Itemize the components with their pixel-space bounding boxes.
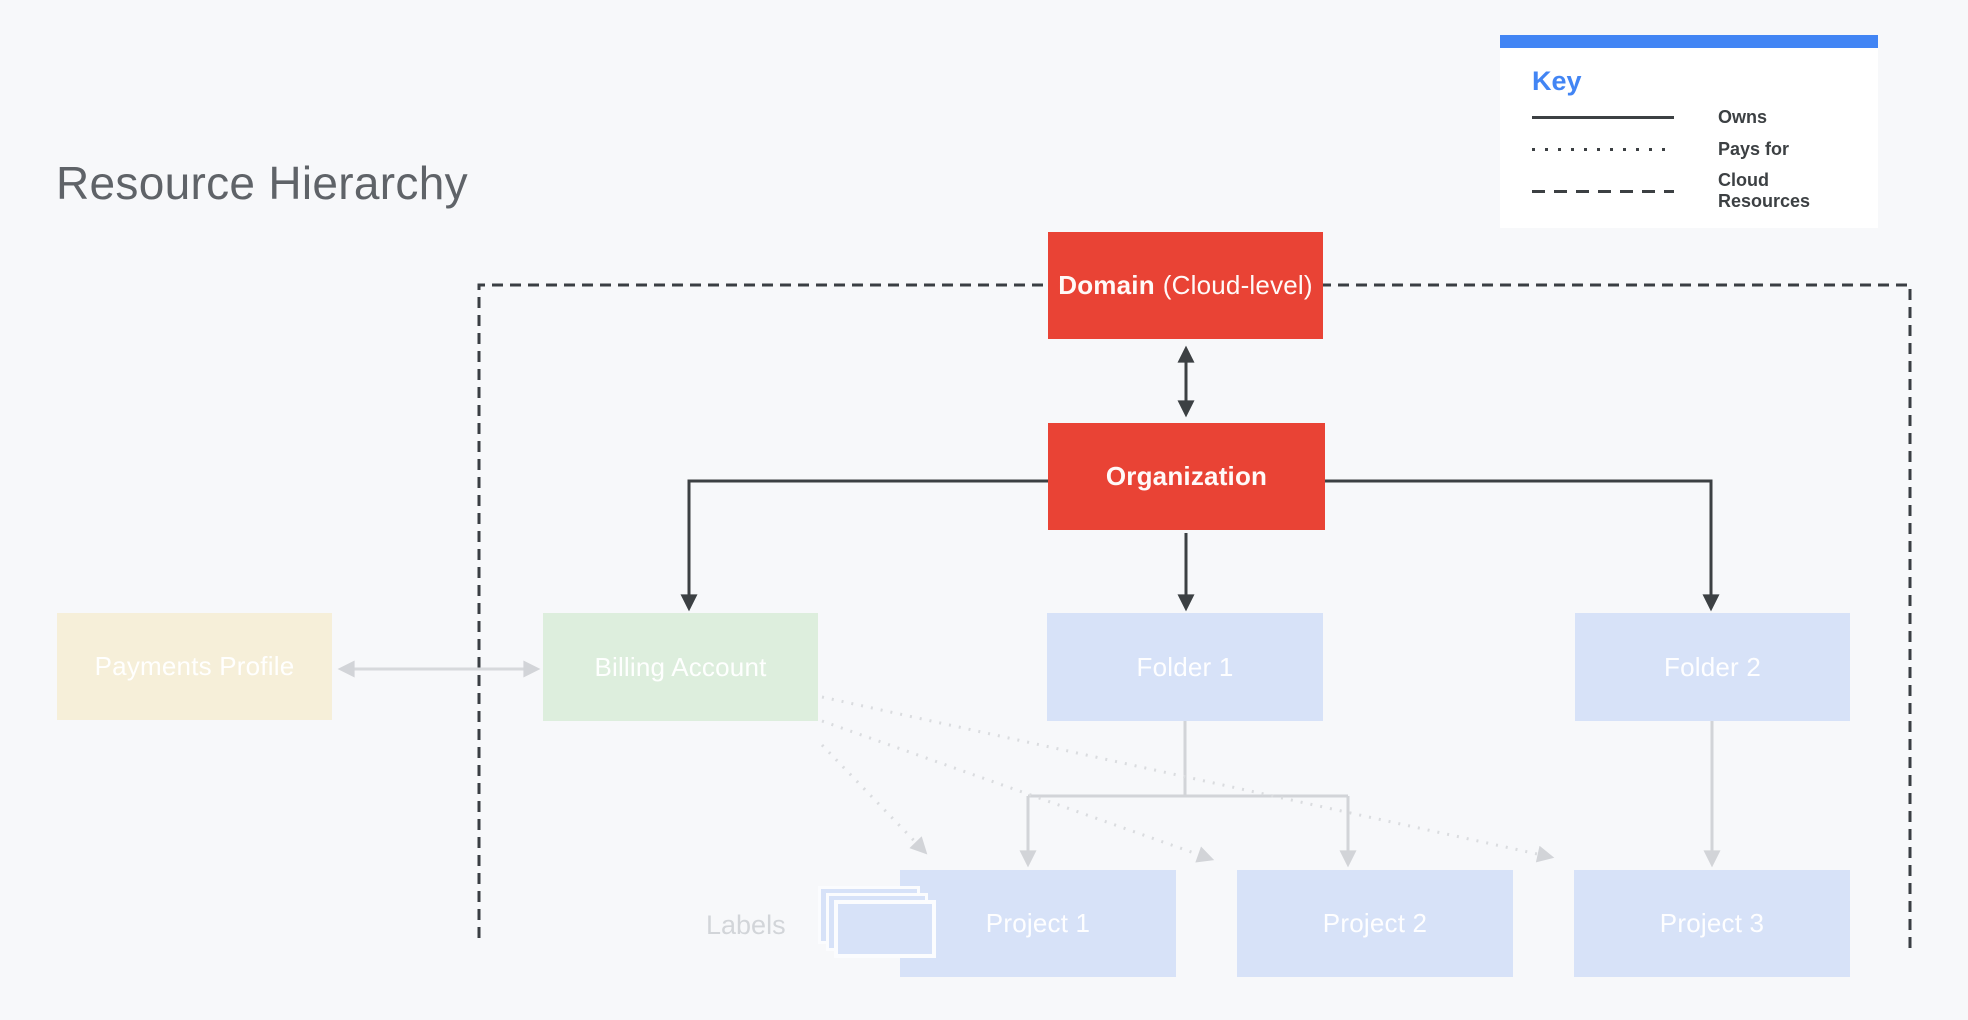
dashed-line-sample bbox=[1532, 189, 1674, 193]
label-card-front-icon bbox=[834, 900, 936, 958]
key-row-owns: Owns bbox=[1532, 107, 1858, 128]
edge-organization-folder2 bbox=[1325, 479, 1720, 612]
node-organization: Organization bbox=[1048, 423, 1325, 530]
key-label-pays-for: Pays for bbox=[1718, 138, 1790, 159]
key-row-cloud-resources: Cloud Resources bbox=[1532, 170, 1858, 211]
key-label-owns: Owns bbox=[1718, 107, 1768, 127]
key-title: Key bbox=[1532, 66, 1582, 96]
key-label-cloud-resources: Cloud Resources bbox=[1718, 170, 1811, 212]
node-project1: Project 1 bbox=[900, 870, 1176, 977]
edge-billing-project1 bbox=[820, 743, 928, 855]
key-legend: Key Owns Pays for Cloud Resources bbox=[1500, 35, 1878, 228]
node-folder1: Folder 1 bbox=[1047, 613, 1323, 721]
edge-organization-billing bbox=[680, 479, 1048, 612]
key-body: Key Owns Pays for Cloud Resources bbox=[1500, 48, 1878, 228]
labels-caption: Labels bbox=[706, 910, 786, 940]
edge-billing-project2 bbox=[821, 719, 1215, 863]
node-domain-label-rest: (Cloud-level) bbox=[1162, 270, 1313, 300]
node-project2: Project 2 bbox=[1237, 870, 1513, 977]
node-folder2: Folder 2 bbox=[1575, 613, 1850, 721]
edge-folder1-branch bbox=[1028, 721, 1348, 798]
solid-line-sample bbox=[1532, 115, 1674, 119]
labels-stack-icon bbox=[818, 886, 944, 966]
key-row-pays-for: Pays for bbox=[1532, 139, 1858, 160]
node-domain: Domain (Cloud-level) bbox=[1048, 232, 1323, 339]
node-domain-label-bold: Domain bbox=[1058, 270, 1155, 300]
node-billing-account: Billing Account bbox=[543, 613, 818, 721]
dotted-line-sample bbox=[1532, 147, 1674, 151]
node-payments-profile: Payments Profile bbox=[57, 613, 332, 720]
node-project3: Project 3 bbox=[1574, 870, 1850, 977]
page-title: Resource Hierarchy bbox=[56, 157, 468, 209]
key-accent-bar bbox=[1500, 35, 1878, 48]
edge-billing-project3 bbox=[821, 695, 1555, 863]
